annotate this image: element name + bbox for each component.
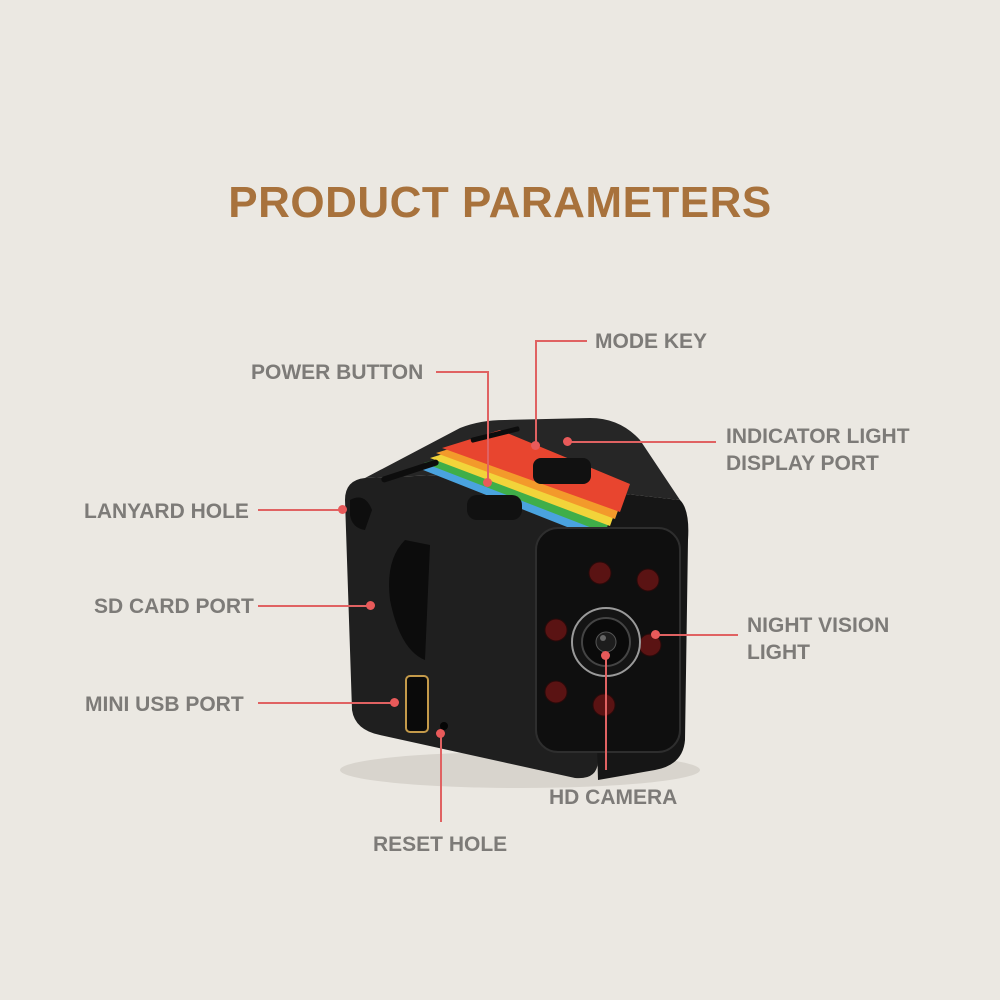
indicator-light-label: INDICATOR LIGHT DISPLAY PORT	[726, 425, 910, 475]
power-button-callout-line	[436, 371, 488, 373]
night-vision-light-callout-line	[656, 634, 738, 636]
mode-key-callout-line	[535, 340, 537, 445]
power-button-shape	[467, 495, 522, 520]
mini-usb-port-label: MINI USB PORT	[85, 693, 244, 716]
lanyard-hole-label: LANYARD HOLE	[84, 500, 249, 523]
power-button-callout-line	[487, 371, 489, 481]
mini-usb-port-marker	[390, 698, 399, 707]
reset-hole-callout-line	[440, 732, 442, 822]
sd-card-port-marker	[366, 601, 375, 610]
sd-card-port-callout-line	[258, 605, 370, 607]
lanyard-hole-marker	[338, 505, 347, 514]
sd-card-port-label: SD CARD PORT	[94, 595, 254, 618]
page-title: PRODUCT PARAMETERS	[228, 178, 772, 227]
mode-key-callout-line	[535, 340, 587, 342]
night-vision-light-label: NIGHT VISION LIGHT	[747, 614, 890, 664]
hd-camera-callout-line	[605, 654, 607, 770]
indicator-light-callout-line	[570, 441, 716, 443]
hd-camera-marker	[601, 651, 610, 660]
reset-hole-marker	[436, 729, 445, 738]
power-button-label: POWER BUTTON	[251, 361, 424, 384]
mini-usb-port-callout-line	[258, 702, 394, 704]
mode-key-label: MODE KEY	[595, 330, 708, 353]
power-button-marker	[483, 478, 492, 487]
mode-key-shape	[533, 458, 591, 484]
hd-camera-label: HD CAMERA	[549, 786, 678, 809]
night-vision-light-marker	[651, 630, 660, 639]
indicator-light-marker	[563, 437, 572, 446]
mode-key-marker	[531, 441, 540, 450]
lanyard-hole-callout-line	[258, 509, 342, 511]
reset-hole-label: RESET HOLE	[373, 833, 508, 856]
